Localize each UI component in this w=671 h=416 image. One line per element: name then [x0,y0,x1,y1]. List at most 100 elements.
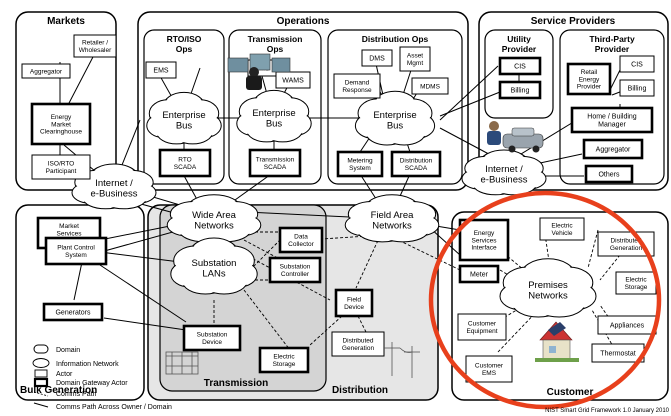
actor-energy-market-clearinghouse-label: Market [51,121,71,128]
actor-aggregator-label: Aggregator [30,68,63,75]
actor-demand-response-label: Demand [345,80,370,87]
actor-electric-vehicle-label: Vehicle [552,230,573,237]
actor-plant-control-system-label: Plant Control [57,245,95,252]
actor-metering-system-label: Metering [347,158,373,165]
actor-aggregator-third-party-label: Aggregator [596,146,631,153]
legend-comms-path-label: Comms Path [56,391,97,398]
cloud-enterprise-bus-rto-label: Bus [176,121,193,132]
actor-dms: DMS [361,49,393,67]
cloud-internet-ebusiness-service: Internet /e-Business [461,149,547,196]
cloud-premises-networks-label: Premises [528,280,568,291]
legend-network-label: Information Network [56,361,119,368]
actor-demand-response-label: Response [342,87,372,94]
domain-label-customer: Customer [547,387,594,398]
cloud-enterprise-bus-transmission-label: Enterprise [252,108,295,119]
substation-icon [165,351,199,375]
actor-wams-label: WAMS [282,77,304,84]
actor-distributed-generation-customer-label: Generation [610,245,643,252]
actor-distribution-scada-label: Distribution [400,158,433,165]
actor-electric-storage-customer-label: Electric [625,277,647,284]
operator-console-icon [227,53,291,90]
actor-mdms: MDMS [411,77,449,95]
actor-distributed-generation-distribution-label: Generation [342,345,375,352]
actor-substation-controller-label: Controller [281,271,310,278]
actor-plant-control-system-label: System [65,252,87,259]
actor-data-collector-label: Data [294,234,308,241]
actor-data-collector-label: Collector [288,241,314,248]
actor-electric-storage-customer-label: Storage [625,284,648,291]
actor-cis-utility: CIS [498,56,542,76]
actor-generators-label: Generators [55,309,91,316]
actor-cis-third-party-label: CIS [631,61,643,68]
actor-appliances: Appliances [597,315,657,335]
actor-retail-energy-provider-label: Energy [579,76,600,83]
customer-highlight-ring [428,190,662,410]
actor-transmission-scada-label: Transmission [256,157,295,164]
actor-electric-storage-distribution-label: Electric [273,354,295,361]
cloud-wide-area-networks-label: Wide Area [192,210,237,221]
actor-energy-services-interface-label: Interface [471,245,497,252]
actor-aggregator: Aggregator [21,63,71,79]
actor-distribution-scada-label: SCADA [405,165,428,172]
subdomain-label: Provider [595,44,630,54]
actor-home-building-manager-label: Manager [598,121,626,128]
cloud-internet-ebusiness-markets-label: e-Business [91,189,138,200]
legend: Domain Information Network Actor Domain … [32,344,172,411]
actor-generators: Generators [42,302,104,322]
actor-energy-market-clearinghouse-label: Clearinghouse [40,129,82,136]
actor-field-device-label: Field [347,297,361,304]
actor-mdms-label: MDMS [420,83,441,90]
actor-billing-utility-label: Billing [511,87,530,94]
actor-field-device-label: Device [344,304,364,311]
actor-metering-system-label: System [349,165,371,172]
actor-electric-storage-distribution-label: Storage [273,361,296,368]
cloud-enterprise-bus-rto-label: Enterprise [162,110,205,121]
actor-energy-services-interface-label: Services [472,237,498,244]
power-line-icon [384,342,420,378]
information-networks: EnterpriseBusEnterpriseBusEnterpriseBusI… [71,89,597,318]
legend-actor-label: Actor [56,371,73,378]
actor-billing-utility: Billing [498,80,542,100]
cloud-enterprise-bus-transmission-label: Bus [266,119,283,130]
actor-retailer-wholesaler-label: Retailer / [82,40,108,47]
cloud-premises-networks-label: Networks [528,291,568,302]
actor-billing-third-party: Billing [619,79,655,97]
legend-comms-across-label: Comms Path Across Owner / Domain [56,404,172,411]
house-solar-icon [535,321,579,362]
cloud-internet-ebusiness-markets: Internet /e-Business [71,163,157,210]
actor-substation-device-label: Substation [197,332,228,339]
actor-aggregator-third-party: Aggregator [582,138,644,160]
cloud-internet-ebusiness-service-label: e-Business [481,175,528,186]
actor-others-label: Others [598,171,620,178]
subdomain-label: Ops [267,44,284,54]
footer-source: NIST Smart Grid Framework 1.0 January 20… [545,408,670,414]
legend-domain-label: Domain [56,347,80,354]
actor-distributed-generation-distribution-label: Distributed [342,338,373,345]
domain-label-distribution: Distribution [332,385,388,396]
cloud-substation-lans-label: Substation [192,258,237,269]
actor-asset-mgmt-label: Asset [407,53,423,60]
cloud-field-area-networks-label: Networks [372,221,412,232]
subdomain-label: Third-Party [589,34,635,44]
